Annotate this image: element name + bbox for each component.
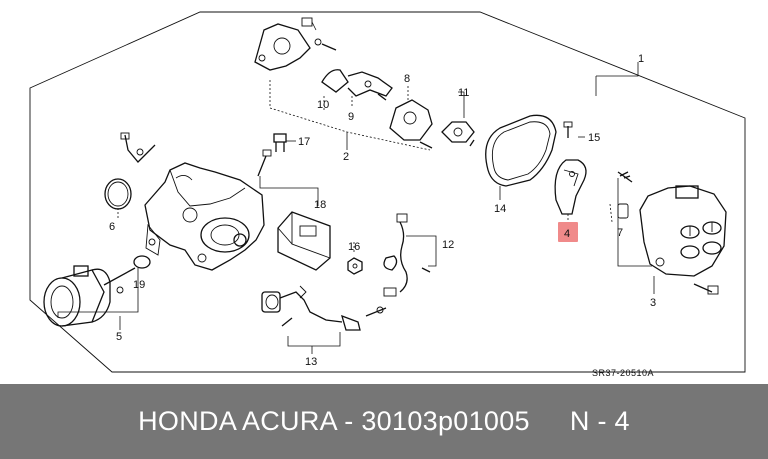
- screw-part: [257, 149, 272, 177]
- callout-15: 15: [588, 132, 600, 144]
- callout-3: 3: [650, 297, 656, 309]
- callout-7: 7: [617, 227, 623, 239]
- reluctor-part: [441, 121, 475, 147]
- callout-16: 16: [348, 241, 360, 253]
- drawing-code: SR37-20510A: [592, 368, 654, 378]
- callout-8: 8: [404, 73, 410, 85]
- position-label: N - 4: [569, 406, 630, 436]
- callout-5: 5: [116, 331, 122, 343]
- footer-banner: HONDA ACURA - 30103p01005 N - 4: [0, 384, 768, 459]
- cap-seal-part: [485, 114, 557, 187]
- nut-part: [347, 257, 363, 275]
- callout-14: 14: [494, 203, 506, 215]
- callout-18: 18: [314, 199, 326, 211]
- callout-13: 13: [305, 356, 317, 368]
- distributor-cap-part: [639, 185, 727, 295]
- part-title: HONDA ACURA - 30103p01005: [138, 406, 530, 436]
- callout-4: 4: [564, 228, 570, 240]
- ground-wire-part: [383, 213, 431, 297]
- callout-labels: 1 2 3 4 5 6 7 8 9 10 11 12 13 14 15 16 1…: [109, 53, 656, 368]
- callout-2: 2: [343, 151, 349, 163]
- pickup-coil-part: [389, 99, 433, 149]
- distributor-housing: [144, 162, 265, 271]
- igniter-module-part: [277, 211, 331, 271]
- bolt-part: [273, 133, 287, 152]
- breaker-plate-part: [254, 17, 337, 71]
- washer-part: [133, 255, 151, 269]
- callout-17: 17: [298, 136, 310, 148]
- leader-lines: [57, 62, 655, 354]
- callout-10: 10: [317, 99, 329, 111]
- rotor-screw-part: [563, 121, 573, 138]
- callout-1: 1: [638, 53, 644, 65]
- callout-6: 6: [109, 221, 115, 233]
- o-ring-part: [104, 178, 132, 210]
- exploded-parts-diagram: 1 2 3 4 5 6 7 8 9 10 11 12 13 14 15 16 1…: [29, 11, 746, 378]
- callout-11: 11: [458, 87, 469, 99]
- wire-harness-part: [261, 285, 387, 331]
- governor-weight-part: [321, 69, 393, 101]
- carbon-point-part: [617, 171, 633, 219]
- callout-19: 19: [133, 279, 145, 291]
- rotor-part: [554, 159, 587, 215]
- highlight-box: [558, 222, 578, 242]
- vacuum-advance-part: [43, 265, 136, 327]
- callout-12: 12: [442, 239, 454, 251]
- assembly-frame: [29, 11, 746, 373]
- callout-9: 9: [348, 111, 354, 123]
- clamp-part: [120, 132, 156, 163]
